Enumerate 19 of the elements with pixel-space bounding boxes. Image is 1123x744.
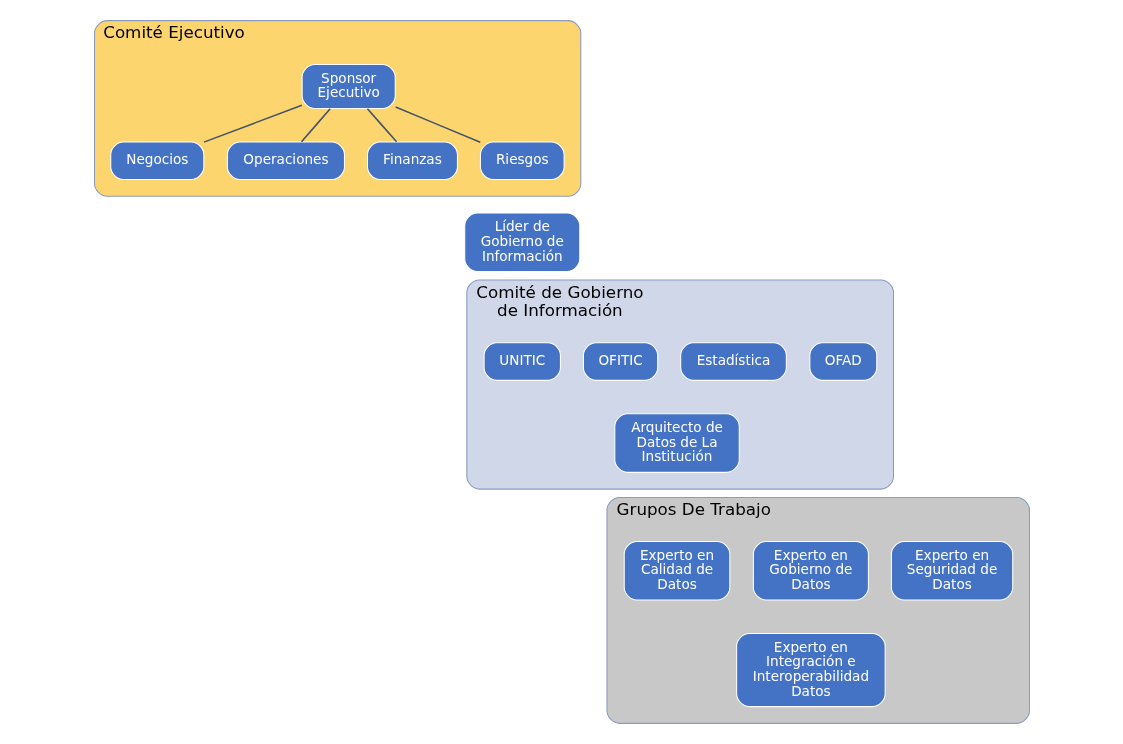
connector bbox=[394, 106, 481, 144]
node-box: Operaciones bbox=[226, 141, 345, 181]
node-box: Finanzas bbox=[366, 141, 458, 181]
node-box: Riesgos bbox=[479, 141, 565, 181]
connector bbox=[202, 104, 303, 143]
node-box: UNITIC bbox=[483, 342, 561, 381]
node-box: Experto en Calidad de Datos bbox=[623, 540, 730, 601]
node-box: Experto en Gobierno de Datos bbox=[752, 540, 869, 601]
node-box: Negocios bbox=[109, 141, 204, 181]
connector bbox=[366, 108, 397, 143]
node-box: Sponsor Ejecutivo bbox=[301, 64, 396, 109]
node-box: Experto en Seguridad de Datos bbox=[890, 540, 1013, 601]
node-box: OFITIC bbox=[582, 342, 658, 381]
node-box: Estadística bbox=[679, 342, 787, 381]
node-box: Experto en Integración e Interoperabilidad Datos bbox=[735, 632, 886, 708]
node-box: Arquitecto de Datos de La Institución bbox=[613, 413, 740, 473]
connector bbox=[300, 108, 331, 143]
node-box: Líder de Gobierno de Información bbox=[463, 212, 580, 273]
node-box: OFAD bbox=[808, 342, 877, 381]
